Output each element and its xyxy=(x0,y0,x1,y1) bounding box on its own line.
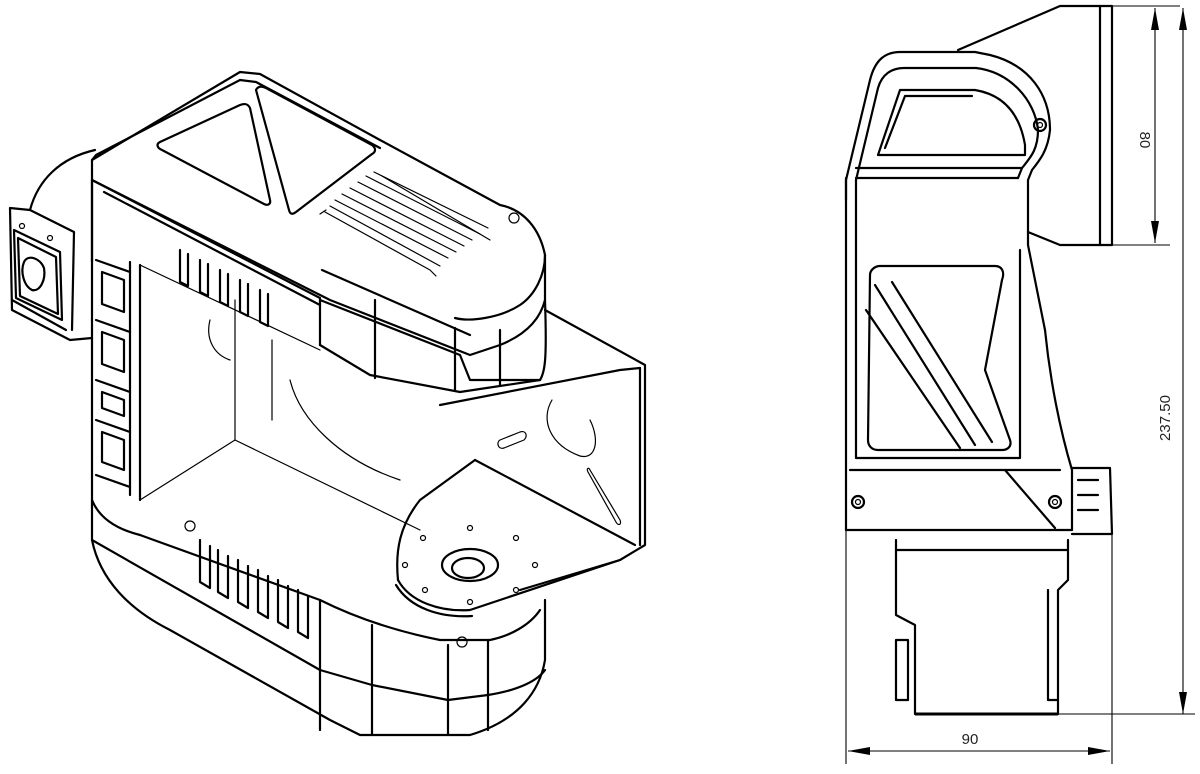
left-column xyxy=(90,178,142,537)
inner-cavity xyxy=(139,264,421,531)
knob-connector xyxy=(1070,466,1114,536)
connector-plate xyxy=(12,222,64,322)
upper-housing xyxy=(90,70,547,394)
lower-housing xyxy=(90,498,547,737)
rear-block xyxy=(956,4,1114,247)
dimension-90-label: 90 xyxy=(962,731,979,748)
dimension-237-50-label: 237.50 xyxy=(1157,395,1174,441)
dimension-90: 90 xyxy=(845,530,1113,764)
isometric-view xyxy=(8,70,647,737)
dimension-237-50: 237.50 xyxy=(1058,8,1195,715)
side-cylinder xyxy=(8,148,97,342)
side-view: 80 237.50 90 xyxy=(844,4,1195,764)
mounting-bracket xyxy=(394,308,647,618)
main-body xyxy=(844,176,1074,532)
lower-module xyxy=(894,538,1070,716)
top-vents xyxy=(319,171,520,277)
dimension-80-label: 80 xyxy=(1136,132,1153,149)
handle xyxy=(844,50,1052,247)
dimension-80: 80 xyxy=(1112,5,1180,246)
